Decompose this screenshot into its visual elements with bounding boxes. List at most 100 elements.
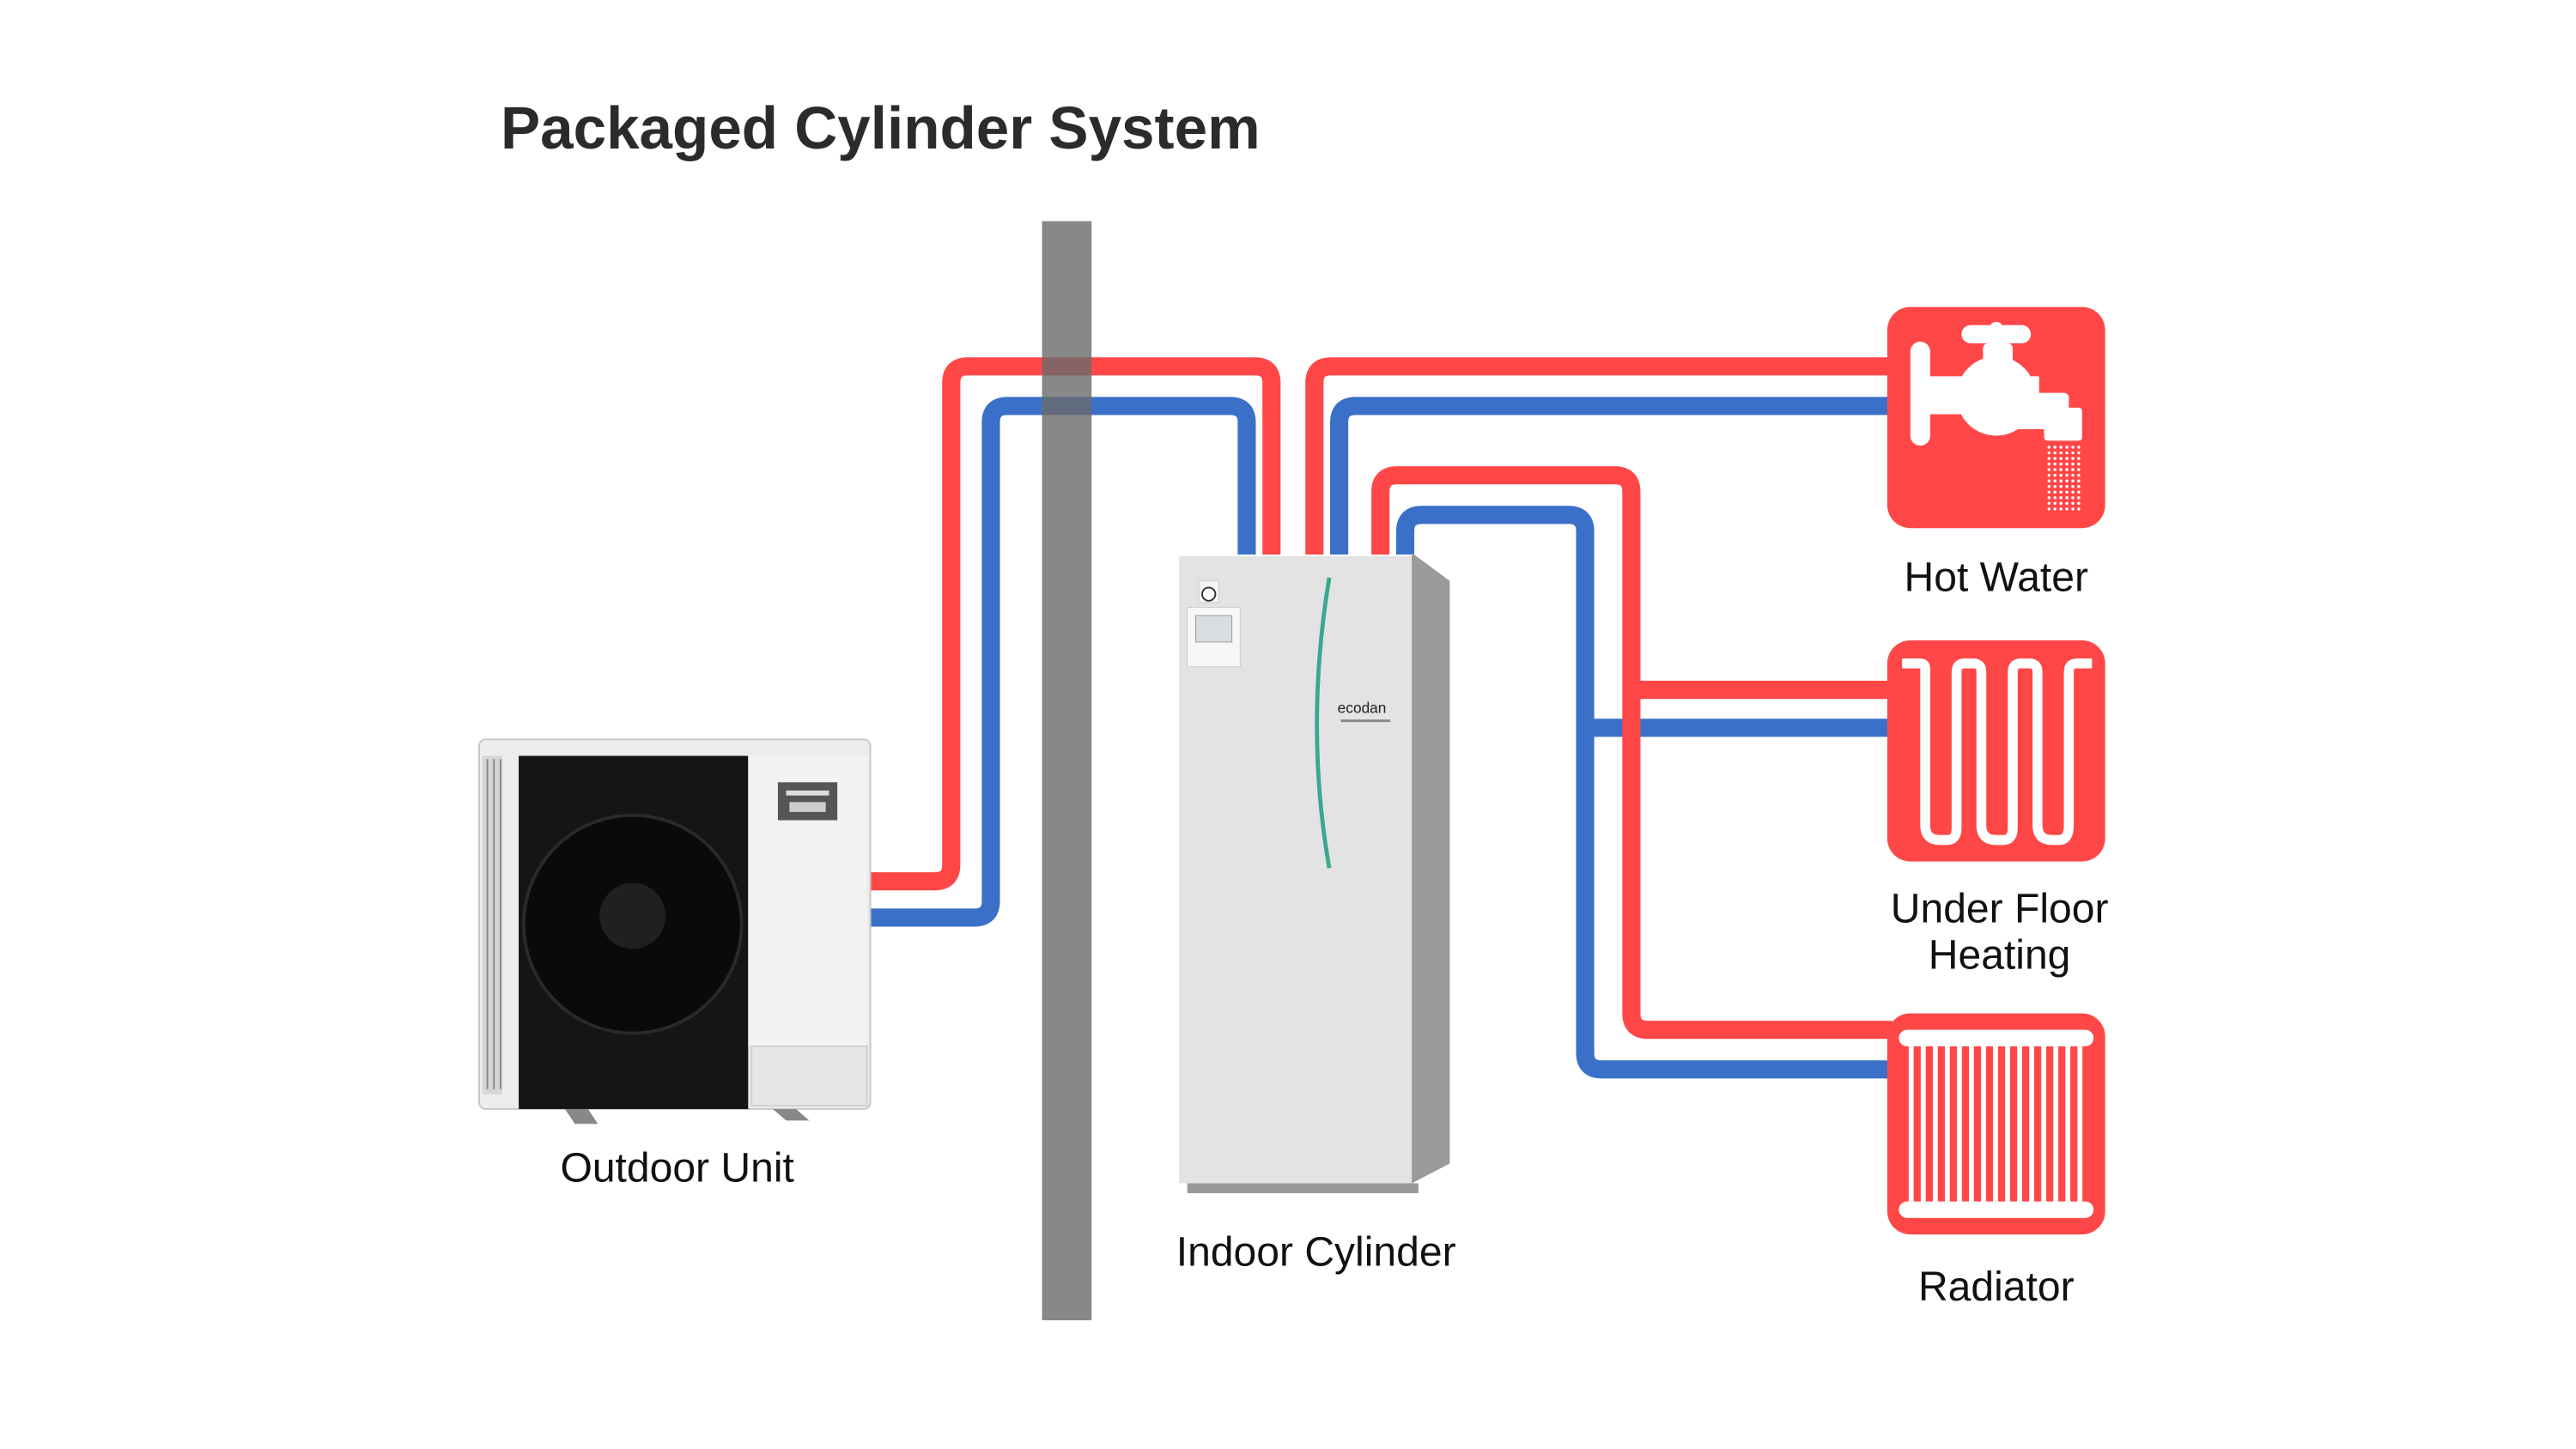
return-pipe-heating [1395, 506, 1893, 1079]
water-drop [2077, 485, 2081, 488]
radiator-label: Radiator [1918, 1264, 2075, 1310]
water-drop [2053, 496, 2057, 500]
water-drop [2071, 457, 2075, 460]
hot-water-label: Hot Water [1905, 554, 2088, 600]
water-drop [2059, 457, 2063, 460]
water-drop [2077, 496, 2081, 500]
water-drop [2053, 501, 2057, 506]
water-drop [2053, 473, 2057, 477]
water-drop [2077, 479, 2081, 482]
water-drop [2065, 457, 2069, 460]
flow-pipe-heating [1371, 466, 1893, 1040]
water-drop [2065, 451, 2069, 455]
ecodan-logo: ecodan [1338, 700, 1387, 717]
water-drop [2047, 462, 2051, 466]
water-drop [2059, 446, 2063, 449]
water-drop [2047, 507, 2051, 511]
water-drop [2053, 485, 2057, 488]
return-pipe-outdoor [870, 397, 1256, 927]
water-drop [2065, 507, 2069, 511]
water-drop [2047, 485, 2051, 488]
water-drop [2071, 451, 2075, 455]
water-drop [2065, 485, 2069, 488]
water-drop [2077, 473, 2081, 477]
radiator-fin [1920, 1043, 1926, 1205]
water-drop [2077, 468, 2081, 471]
water-drop [2065, 473, 2069, 477]
radiator-fin [2065, 1043, 2071, 1205]
water-drop [2059, 462, 2063, 466]
water-drop [2065, 490, 2069, 494]
water-drop [2065, 468, 2069, 471]
mitsubishi-logo-plate [777, 782, 838, 821]
water-drop [2047, 457, 2051, 460]
water-drop [2047, 468, 2051, 471]
tap-icon [1886, 306, 2105, 529]
water-drop [2047, 473, 2051, 477]
outdoor-unit-label: Outdoor Unit [560, 1145, 793, 1191]
pipes [870, 357, 1893, 1079]
water-drop [2065, 446, 2069, 449]
water-drop [2065, 496, 2069, 500]
flow-pipe-outdoor [870, 357, 1281, 891]
water-drop [2071, 462, 2075, 466]
water-drop [2053, 462, 2057, 466]
radiator-fin [2029, 1043, 2034, 1205]
water-drop [2053, 490, 2057, 494]
water-drop [2077, 457, 2081, 460]
water-drop [2047, 501, 2051, 506]
water-drop [2047, 479, 2051, 482]
water-drop [2071, 479, 2075, 482]
water-drop [2053, 457, 2057, 460]
water-drop [2047, 490, 2051, 494]
water-drop [2065, 479, 2069, 482]
water-drop [2059, 496, 2063, 500]
water-drop [2077, 446, 2081, 449]
water-drop [2077, 490, 2081, 494]
water-drop [2053, 446, 2057, 449]
under-floor-label-line2: Heating [1929, 932, 2071, 979]
water-drop [2059, 485, 2063, 488]
water-drop [2047, 496, 2051, 500]
radiator-fin [1969, 1043, 1974, 1205]
water-drop [2071, 446, 2075, 449]
water-drop [2053, 507, 2057, 511]
water-drop [2077, 451, 2081, 455]
water-drop [2071, 507, 2075, 511]
return-pipe-hot-water [1330, 397, 1893, 555]
radiator-fin [2005, 1043, 2010, 1205]
water-drop [2071, 490, 2075, 494]
outdoor-unit [477, 738, 872, 1125]
under-floor-label-line1: Under Floor [1891, 886, 2109, 932]
wall [1042, 221, 1092, 1321]
radiator-fin [2041, 1043, 2047, 1205]
radiator-fin [1944, 1043, 1950, 1205]
water-drop [2059, 468, 2063, 471]
water-drop [2071, 485, 2075, 488]
diagram-title: Packaged Cylinder System [501, 94, 1261, 161]
water-drop [2053, 479, 2057, 482]
water-drop [2065, 462, 2069, 466]
indoor-cylinder-label: Indoor Cylinder [1176, 1229, 1456, 1276]
water-drop [2059, 473, 2063, 477]
flow-pipe-hot-water [1305, 357, 1893, 555]
water-drop [2071, 496, 2075, 500]
water-drop [2059, 479, 2063, 482]
water-drop [2077, 507, 2081, 511]
water-drop [2071, 501, 2075, 506]
water-drop [2059, 451, 2063, 455]
water-drop [2047, 446, 2051, 449]
radiator-fin [1932, 1043, 1938, 1205]
water-drop [2059, 501, 2063, 506]
radiator-fin [1981, 1043, 1986, 1205]
water-drop [2077, 462, 2081, 466]
water-drop [2053, 451, 2057, 455]
radiator-icon [1886, 1013, 2105, 1235]
radiator-fin [2077, 1043, 2083, 1205]
water-drop [2071, 473, 2075, 477]
radiator-fin [2017, 1043, 2022, 1205]
water-drop [2047, 451, 2051, 455]
underfloor-coil-icon [1886, 640, 2105, 862]
indoor-cylinder: ecodan [1179, 553, 1450, 1194]
